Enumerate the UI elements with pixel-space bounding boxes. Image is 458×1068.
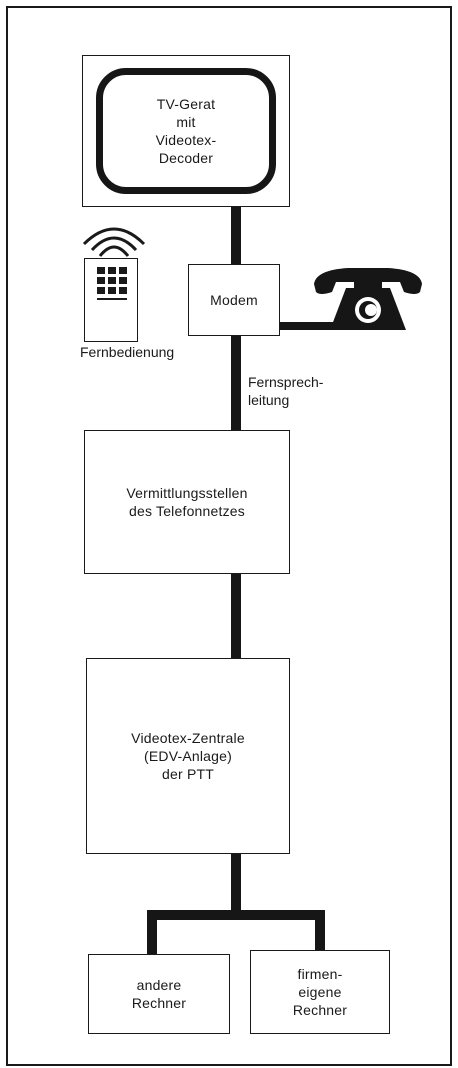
connector-branch-left: [147, 910, 157, 956]
remote-control: [84, 258, 138, 342]
other-computers-label: andere Rechner: [131, 977, 187, 1011]
connector-exchange-center: [231, 572, 241, 660]
connector-center-branch: [231, 852, 241, 914]
tv-label: TV-Gerat mit Videotex- Decoder: [155, 96, 217, 166]
connector-modem-exchange: [231, 334, 241, 430]
remote-label: Fernbedienung: [80, 344, 175, 360]
exchange-box: Vermittlungsstellen des Telefonnetzes: [84, 430, 290, 574]
remote-signal-icon: [82, 227, 146, 257]
remote-keypad-icon: [97, 267, 127, 300]
exchange-label: Vermittlungsstellen des Telefonnetzes: [126, 485, 248, 519]
connector-branch-horizontal: [147, 910, 325, 920]
phone-line-label: Fernsprech- leitung: [248, 374, 324, 408]
modem-box: Modem: [188, 264, 280, 336]
videotex-center-box: Videotex-Zentrale (EDV-Anlage) der PTT: [86, 658, 290, 854]
connector-modem-phone: [280, 322, 372, 330]
other-computers-box: andere Rechner: [88, 954, 230, 1034]
videotex-center-label: Videotex-Zentrale (EDV-Anlage) der PTT: [131, 730, 245, 782]
modem-label: Modem: [210, 292, 258, 308]
company-computers-box: firmen- eigene Rechner: [250, 950, 390, 1034]
company-computers-label: firmen- eigene Rechner: [292, 966, 348, 1018]
connector-branch-right: [315, 910, 325, 956]
telephone-icon: [314, 268, 422, 330]
diagram-frame: [6, 6, 452, 1066]
connector-tv-modem: [231, 206, 241, 266]
tv-screen: TV-Gerat mit Videotex- Decoder: [96, 68, 276, 194]
